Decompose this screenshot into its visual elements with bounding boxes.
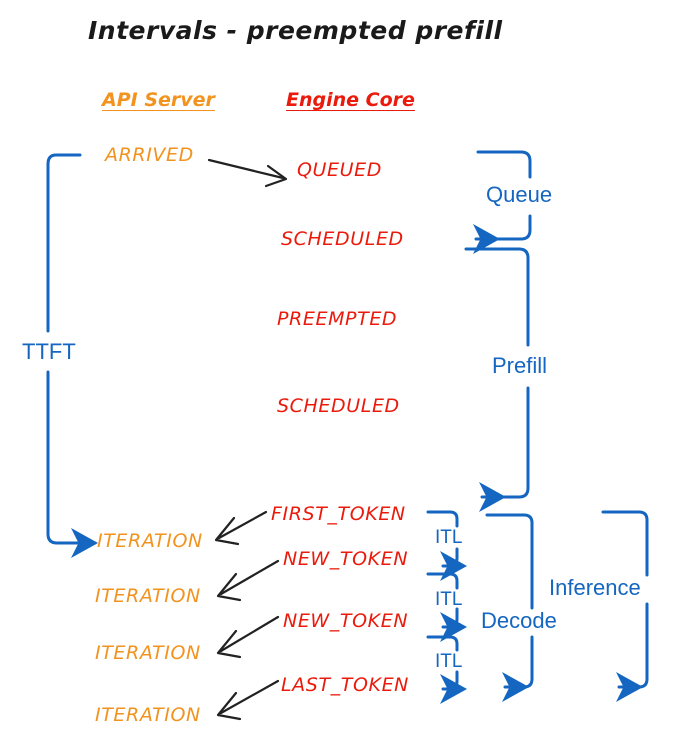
itl-bracket-3 [426, 635, 467, 704]
arrow-new-token-1-to-iteration [216, 559, 280, 602]
itl-bracket-2 [426, 572, 467, 642]
page-title: Intervals - preempted prefill [88, 16, 503, 45]
interval-label-inference: Inference [549, 575, 641, 600]
prefill-bracket [464, 247, 530, 512]
event-iteration-3: ITERATION [95, 642, 201, 664]
event-queued: QUEUED [297, 159, 383, 181]
ttft-bracket [46, 153, 98, 558]
queue-bracket [473, 150, 532, 254]
event-iteration-4: ITERATION [95, 704, 201, 726]
interval-label-queue: Queue [486, 182, 553, 207]
arrow-last-token-to-iteration [216, 679, 280, 721]
interval-label-itl-2: ITL [435, 589, 463, 610]
event-last-token: LAST_TOKEN [281, 674, 409, 696]
arrow-arrived-to-queued [207, 158, 288, 188]
column-header-api-server: API Server [102, 89, 215, 111]
interval-label-itl-3: ITL [435, 651, 463, 672]
inference-bracket [601, 510, 649, 702]
event-new-token-1: NEW_TOKEN [283, 548, 409, 570]
column-header-engine-core: Engine Core [286, 89, 415, 111]
event-preempted: PREEMPTED [277, 308, 398, 330]
event-first-token: FIRST_TOKEN [271, 503, 406, 525]
event-iteration-1: ITERATION [97, 530, 203, 552]
event-scheduled-2: SCHEDULED [277, 395, 400, 417]
event-iteration-2: ITERATION [95, 585, 201, 607]
event-new-token-2: NEW_TOKEN [283, 610, 409, 632]
decode-bracket [485, 513, 534, 702]
event-arrived: ARRIVED [105, 144, 194, 166]
interval-label-prefill: Prefill [492, 353, 548, 378]
arrow-first-token-to-iteration [214, 510, 268, 546]
interval-label-decode: Decode [481, 608, 557, 633]
arrow-new-token-2-to-iteration [216, 615, 280, 659]
itl-bracket-1 [426, 510, 467, 581]
interval-label-itl-1: ITL [435, 527, 463, 548]
event-scheduled-1: SCHEDULED [281, 228, 404, 250]
interval-label-ttft: TTFT [22, 339, 76, 364]
